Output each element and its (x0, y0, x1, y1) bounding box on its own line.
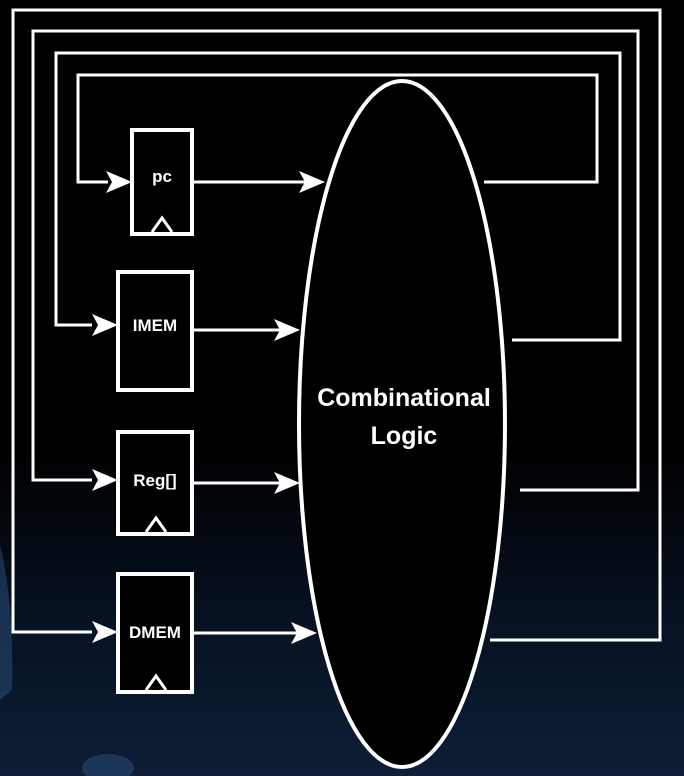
dmem-label: DMEM (129, 623, 181, 642)
pc-label: pc (152, 167, 172, 186)
input-arrows (92, 171, 132, 643)
logic-label-line2: Logic (371, 422, 438, 450)
output-wires (192, 171, 325, 644)
wire-to-reg (31, 29, 640, 492)
imem-label: IMEM (133, 316, 177, 335)
presenter-silhouette (0, 545, 13, 700)
wire-to-pc (76, 73, 599, 184)
state-reg: Reg[] (116, 430, 194, 536)
state-dmem: DMEM (116, 572, 194, 694)
arrowhead-reg-in (92, 469, 118, 491)
arrowhead-imem-in (92, 314, 118, 336)
dmem-box (116, 572, 194, 694)
arrowhead-pc-out (299, 171, 325, 193)
combinational-logic: Combinational Logic (297, 79, 507, 769)
arrowhead-dmem-in (92, 621, 118, 643)
reg-label: Reg[] (133, 471, 176, 490)
dmem-clock-icon (144, 673, 168, 691)
logic-ellipse (297, 79, 507, 769)
arrowhead-reg-out (274, 472, 300, 494)
wire-to-dmem (11, 8, 662, 642)
arrowhead-imem-out (274, 319, 300, 341)
logic-label-line1: Combinational (317, 384, 491, 412)
imem-box (116, 270, 194, 392)
arrowhead-pc-in (106, 171, 132, 193)
wire-to-imem (54, 51, 622, 342)
state-pc: pc (130, 128, 194, 236)
reg-clock-icon (144, 515, 168, 533)
feedback-wires (11, 8, 662, 642)
arrowhead-dmem-out (291, 622, 317, 644)
state-imem: IMEM (116, 270, 194, 392)
pc-clock-icon (150, 215, 174, 233)
presenter-hand (82, 754, 134, 776)
